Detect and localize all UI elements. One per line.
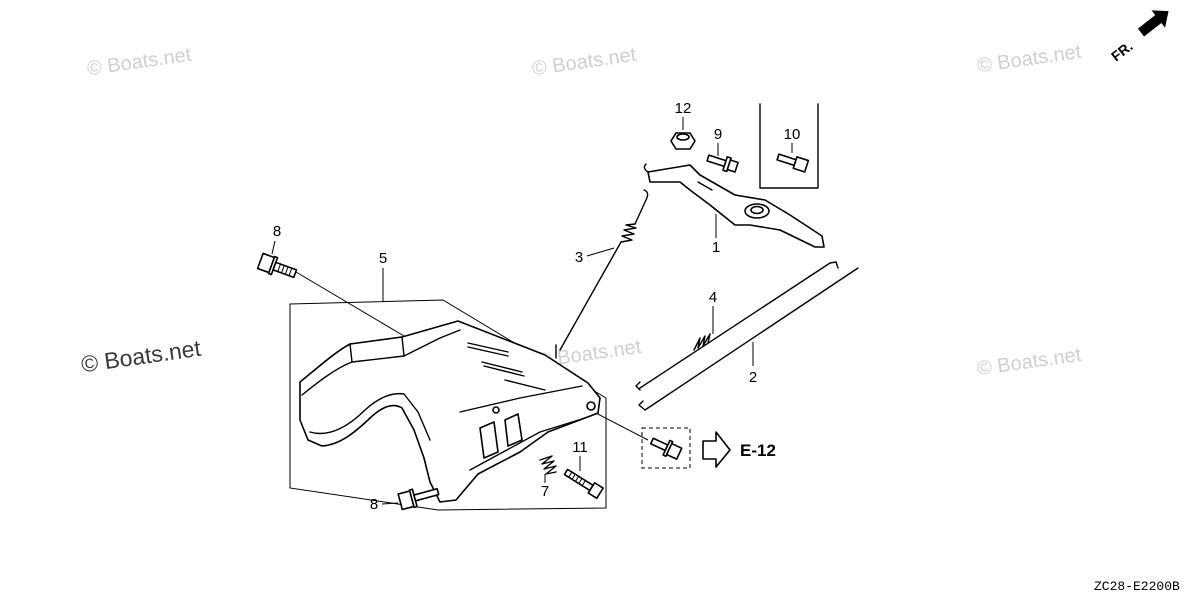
callout-leader-part-8-top — [271, 240, 276, 255]
cover-mount-hole — [586, 401, 596, 411]
see-reference-arrow-icon — [702, 431, 731, 468]
part-10-bolt — [776, 153, 810, 173]
callout-leader-part-3 — [586, 247, 615, 257]
e12-reference-label: E-12 — [740, 441, 776, 460]
watermark: © Boats.net — [86, 44, 193, 80]
front-label: FR. — [1108, 38, 1136, 64]
callout-part-10: 10 — [784, 126, 801, 143]
part-11-bolt — [563, 468, 604, 500]
part-3-rod — [555, 189, 649, 359]
callout-part-8-bottom: 8 — [370, 496, 378, 513]
callout-labels: 12 9 10 1 3 8 5 4 2 11 7 8 — [273, 100, 801, 513]
cover-nose-edge — [349, 343, 353, 363]
part-7-spring — [539, 455, 557, 475]
cover-bracket-line — [469, 417, 586, 471]
e12-bolt — [649, 437, 683, 460]
part-10-variant-bracket — [759, 103, 819, 189]
watermark: © Boats.net — [531, 44, 638, 80]
cover-bracket-line — [459, 385, 583, 413]
cover-mount-hole — [492, 406, 500, 414]
callout-part-5: 5 — [379, 250, 387, 267]
callout-leader-part-8-bottom — [381, 502, 399, 505]
cover-top-edge — [401, 336, 405, 357]
callout-part-1: 1 — [712, 239, 720, 256]
e12-reference: E-12 — [641, 427, 776, 469]
front-arrow-icon — [1137, 10, 1169, 37]
watermark: © Boats.net — [79, 335, 203, 378]
install-line-bolt-8 — [295, 271, 405, 337]
callout-part-11: 11 — [572, 439, 588, 456]
watermark: © Boats.net — [976, 41, 1083, 77]
cover-bracket-slot — [504, 413, 523, 447]
cover-rib — [481, 361, 525, 377]
callout-part-2: 2 — [749, 369, 757, 386]
cover-rib — [504, 379, 546, 391]
cover-rib — [467, 342, 509, 357]
callout-leaders — [271, 117, 793, 505]
cover-body — [299, 320, 601, 503]
callout-part-3: 3 — [575, 249, 583, 266]
watermark: © Boats.net — [976, 344, 1083, 380]
part-9-bolt — [706, 154, 739, 173]
e12-dashed-box — [641, 427, 691, 469]
part-5-outline — [289, 299, 607, 511]
callout-part-8-top: 8 — [273, 223, 281, 240]
part-12-nut — [670, 132, 696, 150]
cover-skirt-line — [309, 392, 431, 441]
part-5-cover — [299, 320, 601, 503]
part-3-spring — [620, 223, 637, 243]
callout-part-7: 7 — [541, 483, 549, 500]
part-8-bolt-bottom — [397, 488, 440, 511]
diagram-code: ZC28-E2200B — [1094, 579, 1180, 594]
part-8-bolt-top — [256, 252, 298, 279]
front-direction-indicator: FR. — [1108, 10, 1169, 64]
part-2-rod — [635, 261, 859, 411]
callout-part-9: 9 — [714, 126, 722, 143]
part-4-spring — [693, 333, 711, 351]
part-1-lever — [643, 163, 825, 248]
watermark-layer: © Boats.net © Boats.net © Boats.net © Bo… — [79, 41, 1083, 380]
cover-bracket-slot — [479, 421, 499, 459]
cover-front-ridge — [301, 329, 461, 396]
callout-part-12: 12 — [675, 100, 692, 117]
callout-part-4: 4 — [709, 289, 717, 306]
